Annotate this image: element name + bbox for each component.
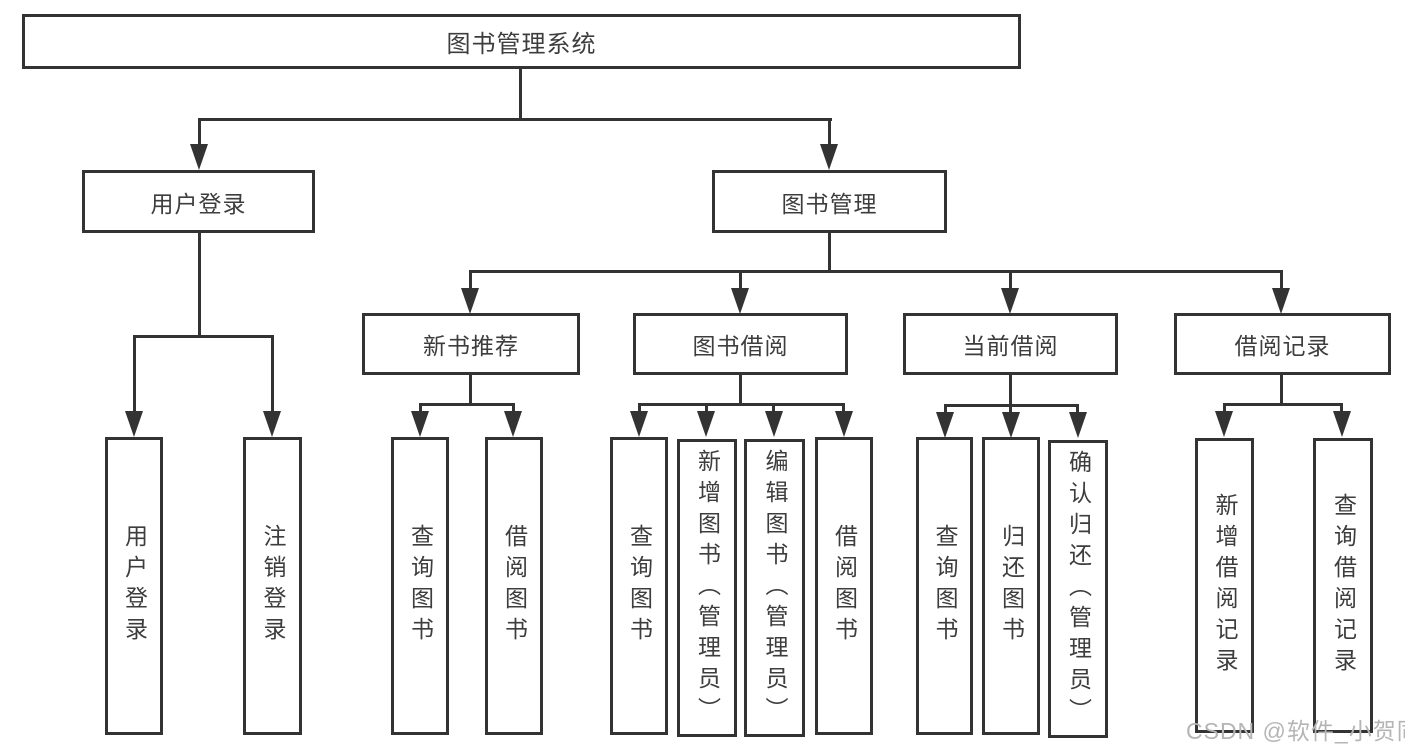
edge-borrow-records-down	[1280, 375, 1283, 406]
leaf-label: 新增图书（管理员）	[694, 448, 721, 728]
node-label: 图书管理	[781, 190, 878, 217]
leaf-label: 借阅图书	[831, 524, 858, 648]
leaf-edit-books-admin: 编辑图书（管理员）	[744, 439, 805, 737]
leaf-add-books-admin: 新增图书（管理员）	[677, 439, 737, 737]
csdn-watermark: CSDN @软件_小贺同学	[1186, 718, 1405, 744]
node-book-management: 图书管理	[712, 170, 947, 233]
node-label: 借阅记录	[1234, 333, 1331, 359]
node-label: 图书管理系统	[446, 31, 597, 58]
arrowhead-new-books	[461, 288, 479, 314]
edge-borrow-records-rail	[1223, 403, 1342, 406]
arrowhead-leaf	[835, 411, 853, 437]
edge-book-mgmt-rail	[469, 270, 1283, 273]
arrowhead-leaf	[1002, 412, 1020, 438]
leaf-add-borrow-record: 新增借阅记录	[1195, 438, 1254, 733]
edge-to-new-books-stem	[469, 270, 472, 295]
edge-book-borrow-rail	[638, 403, 845, 406]
leaf-query-books-current: 查询图书	[916, 437, 973, 735]
edge-book-mgmt-stem	[828, 233, 831, 273]
arrowhead-book-mgmt	[820, 144, 838, 170]
leaf-query-borrow-record: 查询借阅记录	[1313, 438, 1373, 733]
leaf-label: 归还图书	[998, 524, 1025, 648]
edge-current-borrow-down	[1009, 375, 1012, 406]
edge-to-book-mgmt-stem	[828, 118, 831, 158]
arrowhead-book-borrow	[731, 288, 749, 314]
node-root-library-management-system: 图书管理系统	[22, 14, 1021, 69]
leaf-label: 注销登录	[260, 524, 286, 648]
leaf-label: 查询借阅记录	[1330, 492, 1357, 679]
edge-new-books-rail	[419, 403, 515, 406]
leaf-label: 编辑图书（管理员）	[762, 448, 788, 728]
leaf-label: 用户登录	[121, 524, 148, 648]
edge-to-logout-leaf-stem	[271, 335, 274, 415]
edge-to-login-leaf-stem	[133, 335, 136, 415]
arrowhead-current-borrow	[1001, 288, 1019, 314]
leaf-label: 查询图书	[626, 524, 653, 648]
edge-book-borrow-down	[739, 375, 742, 406]
node-label: 当前借阅	[962, 333, 1059, 359]
node-book-borrowing: 图书借阅	[633, 313, 848, 375]
leaf-borrow-books-recommend: 借阅图书	[485, 437, 543, 735]
edge-to-borrow-records-stem	[1280, 270, 1283, 295]
leaf-borrow-books-borrowing: 借阅图书	[815, 437, 873, 735]
arrowhead-leaf	[630, 411, 648, 437]
arrowhead-leaf	[1333, 411, 1351, 437]
arrowhead-user-login	[190, 144, 208, 170]
leaf-query-books-recommend: 查询图书	[391, 437, 449, 735]
node-label: 图书借阅	[692, 333, 789, 359]
arrowhead-leaf	[1215, 411, 1233, 437]
edge-root-stem	[519, 69, 522, 120]
arrowhead-leaf	[411, 411, 429, 437]
node-new-book-recommend: 新书推荐	[362, 313, 580, 375]
arrowhead-leaf	[1069, 412, 1087, 438]
edge-to-user-login-stem	[198, 118, 201, 158]
arrowhead-leaf	[504, 411, 522, 437]
edge-to-current-borrow-stem	[1009, 270, 1012, 295]
leaf-query-books-borrowing: 查询图书	[610, 437, 668, 735]
node-label: 用户登录	[150, 190, 247, 217]
arrowhead-logout-leaf	[263, 411, 281, 437]
edge-user-login-stem	[198, 233, 201, 338]
arrowhead-leaf	[697, 411, 715, 437]
edge-user-login-rail	[133, 335, 274, 338]
leaf-label: 新增借阅记录	[1212, 492, 1238, 679]
arrowhead-login-leaf	[125, 411, 143, 437]
leaf-logout: 注销登录	[243, 437, 302, 735]
leaf-return-books: 归还图书	[982, 437, 1040, 735]
node-label: 新书推荐	[423, 333, 519, 359]
leaf-label: 借阅图书	[501, 524, 528, 648]
node-user-login: 用户登录	[82, 170, 315, 233]
leaf-label: 查询图书	[407, 524, 434, 648]
leaf-confirm-return-admin: 确认归还（管理员）	[1048, 440, 1108, 738]
edge-new-books-down	[469, 375, 472, 406]
edge-root-rail	[198, 118, 832, 121]
leaf-label: 查询图书	[932, 524, 958, 648]
node-borrowing-records: 借阅记录	[1174, 313, 1391, 375]
edge-to-book-borrow-stem	[739, 270, 742, 295]
node-current-borrowing: 当前借阅	[903, 313, 1118, 375]
arrowhead-borrow-records	[1272, 288, 1290, 314]
leaf-user-login: 用户登录	[105, 437, 163, 735]
arrowhead-leaf	[936, 412, 954, 438]
arrowhead-leaf	[765, 411, 783, 437]
leaf-label: 确认归还（管理员）	[1065, 449, 1092, 729]
